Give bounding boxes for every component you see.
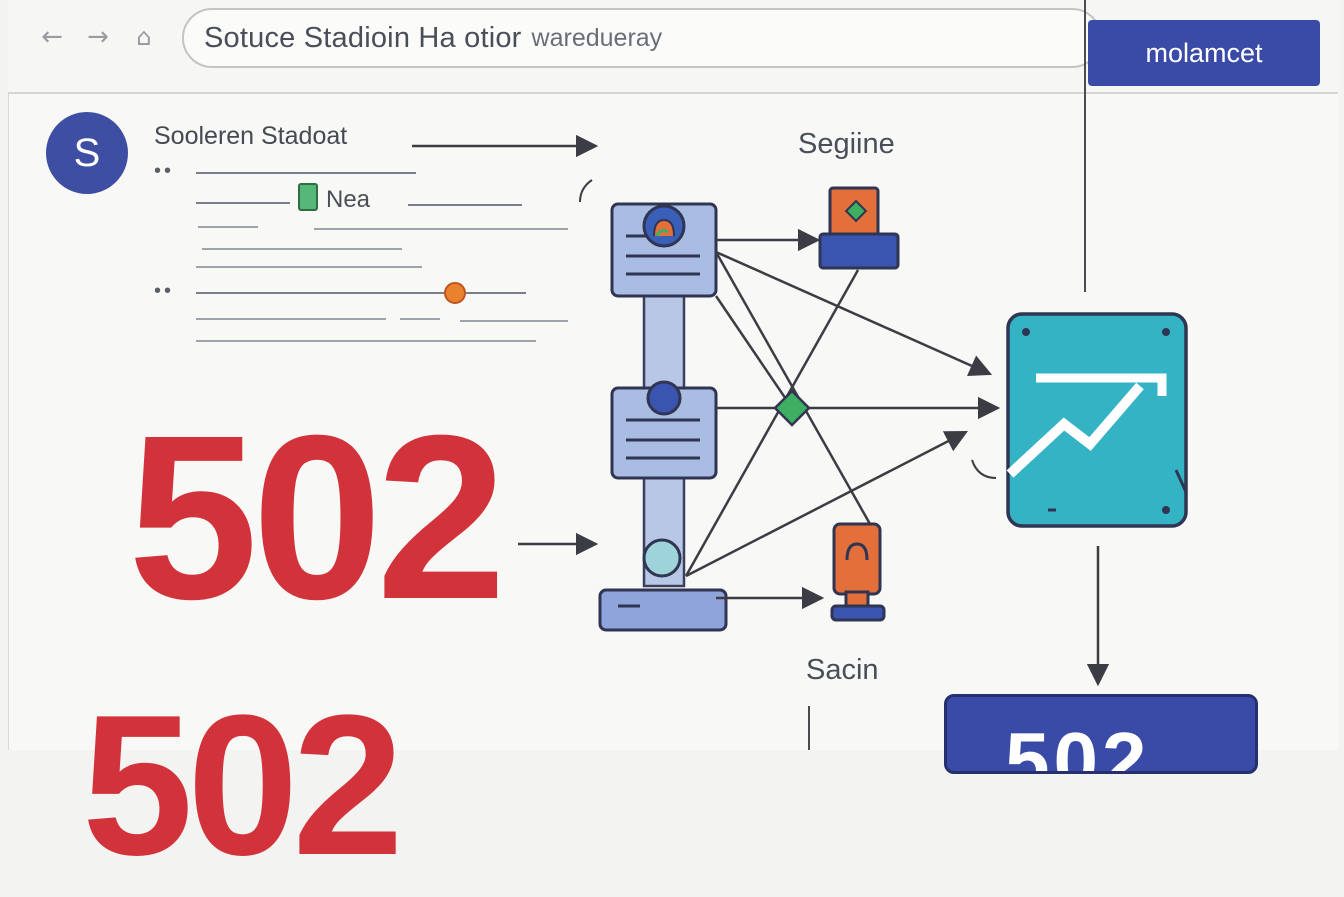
status-chip-label: Nea: [326, 186, 371, 213]
avatar[interactable]: S: [46, 112, 128, 194]
address-bar-secondary-text: waredueray: [531, 23, 663, 52]
junction-node: [773, 389, 811, 427]
back-icon[interactable]: ←: [41, 22, 63, 52]
server-node-middle: [610, 380, 718, 480]
home-icon[interactable]: ⌂: [136, 23, 152, 51]
slider-handle[interactable]: [444, 282, 466, 304]
text-line: [196, 266, 422, 268]
address-bar[interactable]: Sotuce Stadioin Ha otior waredueray: [182, 8, 1102, 68]
connector-line-vertical: [1084, 0, 1086, 292]
small-curve-mark: [579, 179, 593, 203]
text-line: [460, 320, 568, 322]
text-line: [408, 204, 522, 206]
text-line: [198, 226, 258, 228]
text-line: [196, 340, 536, 342]
avatar-glyph: S: [73, 130, 101, 175]
text-line: [400, 318, 440, 320]
status-chip-icon: [298, 183, 318, 211]
connector-line-bottom: [808, 706, 810, 750]
text-line: [202, 248, 402, 250]
error-code: 502: [128, 386, 506, 648]
diagram-bottom-label: Sacin: [806, 654, 879, 686]
toolbar-action-button[interactable]: molamcet: [1088, 20, 1320, 86]
text-line: [196, 202, 290, 204]
bullet-dots: ••: [154, 280, 175, 302]
text-line: [196, 318, 386, 320]
forward-icon[interactable]: →: [87, 22, 109, 52]
trend-chart-icon: [1006, 312, 1188, 528]
router-device-bottom: [830, 522, 886, 622]
slider-track[interactable]: [196, 292, 526, 294]
network-diagram: [412, 134, 1188, 687]
router-device-top: [818, 186, 900, 270]
bullet-dots: ••: [154, 160, 175, 182]
section-title: Sooleren Stadoat: [154, 122, 348, 150]
server-node-top: [610, 202, 718, 298]
diagram-top-label: Segiine: [798, 128, 895, 160]
server-node-bottom: [598, 538, 728, 632]
text-line: [196, 172, 416, 174]
small-curve-mark: [971, 459, 997, 479]
text-line: [314, 228, 568, 230]
address-bar-main-text: Sotuce Stadioin Ha otior: [204, 21, 522, 54]
toolbar-action-label: molamcet: [1145, 37, 1263, 68]
